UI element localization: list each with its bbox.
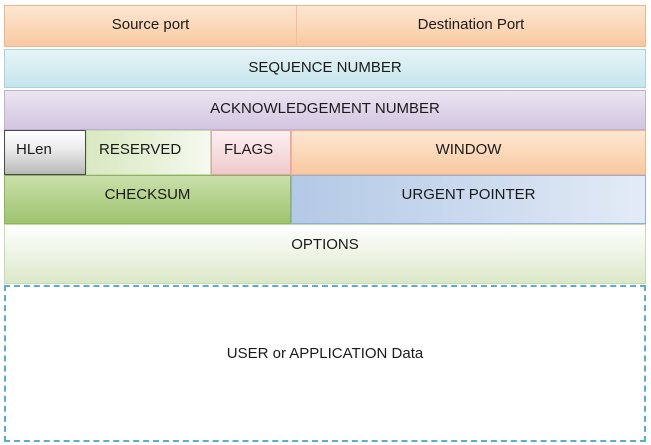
sequence-number-field: SEQUENCE NUMBER	[4, 49, 646, 88]
urgent-pointer-field: URGENT POINTER	[291, 175, 646, 224]
reserved-field: RESERVED	[86, 130, 211, 175]
destination-port-field: Destination Port	[296, 5, 646, 47]
options-field: OPTIONS	[4, 224, 646, 284]
flags-field: FLAGS	[211, 130, 291, 175]
hlen-label: HLen	[16, 141, 52, 158]
flags-label: FLAGS	[224, 141, 274, 158]
sequence-number-label: SEQUENCE NUMBER	[248, 59, 402, 76]
checksum-label: CHECKSUM	[104, 186, 191, 203]
urgent-pointer-label: URGENT POINTER	[401, 186, 536, 203]
options-label: OPTIONS	[291, 236, 359, 253]
acknowledgement-number-field: ACKNOWLEDGEMENT NUMBER	[4, 90, 646, 130]
application-data-field: USER or APPLICATION Data	[4, 285, 646, 442]
reserved-label: RESERVED	[99, 141, 182, 158]
acknowledgement-number-label: ACKNOWLEDGEMENT NUMBER	[210, 100, 440, 117]
hlen-field: HLen	[4, 130, 86, 175]
window-label: WINDOW	[435, 141, 502, 158]
window-field: WINDOW	[291, 130, 646, 175]
source-port-label: Source port	[111, 16, 190, 33]
source-port-field: Source port	[4, 5, 296, 47]
destination-port-label: Destination Port	[417, 16, 525, 33]
application-data-label: USER or APPLICATION Data	[226, 345, 424, 362]
checksum-field: CHECKSUM	[4, 175, 291, 224]
